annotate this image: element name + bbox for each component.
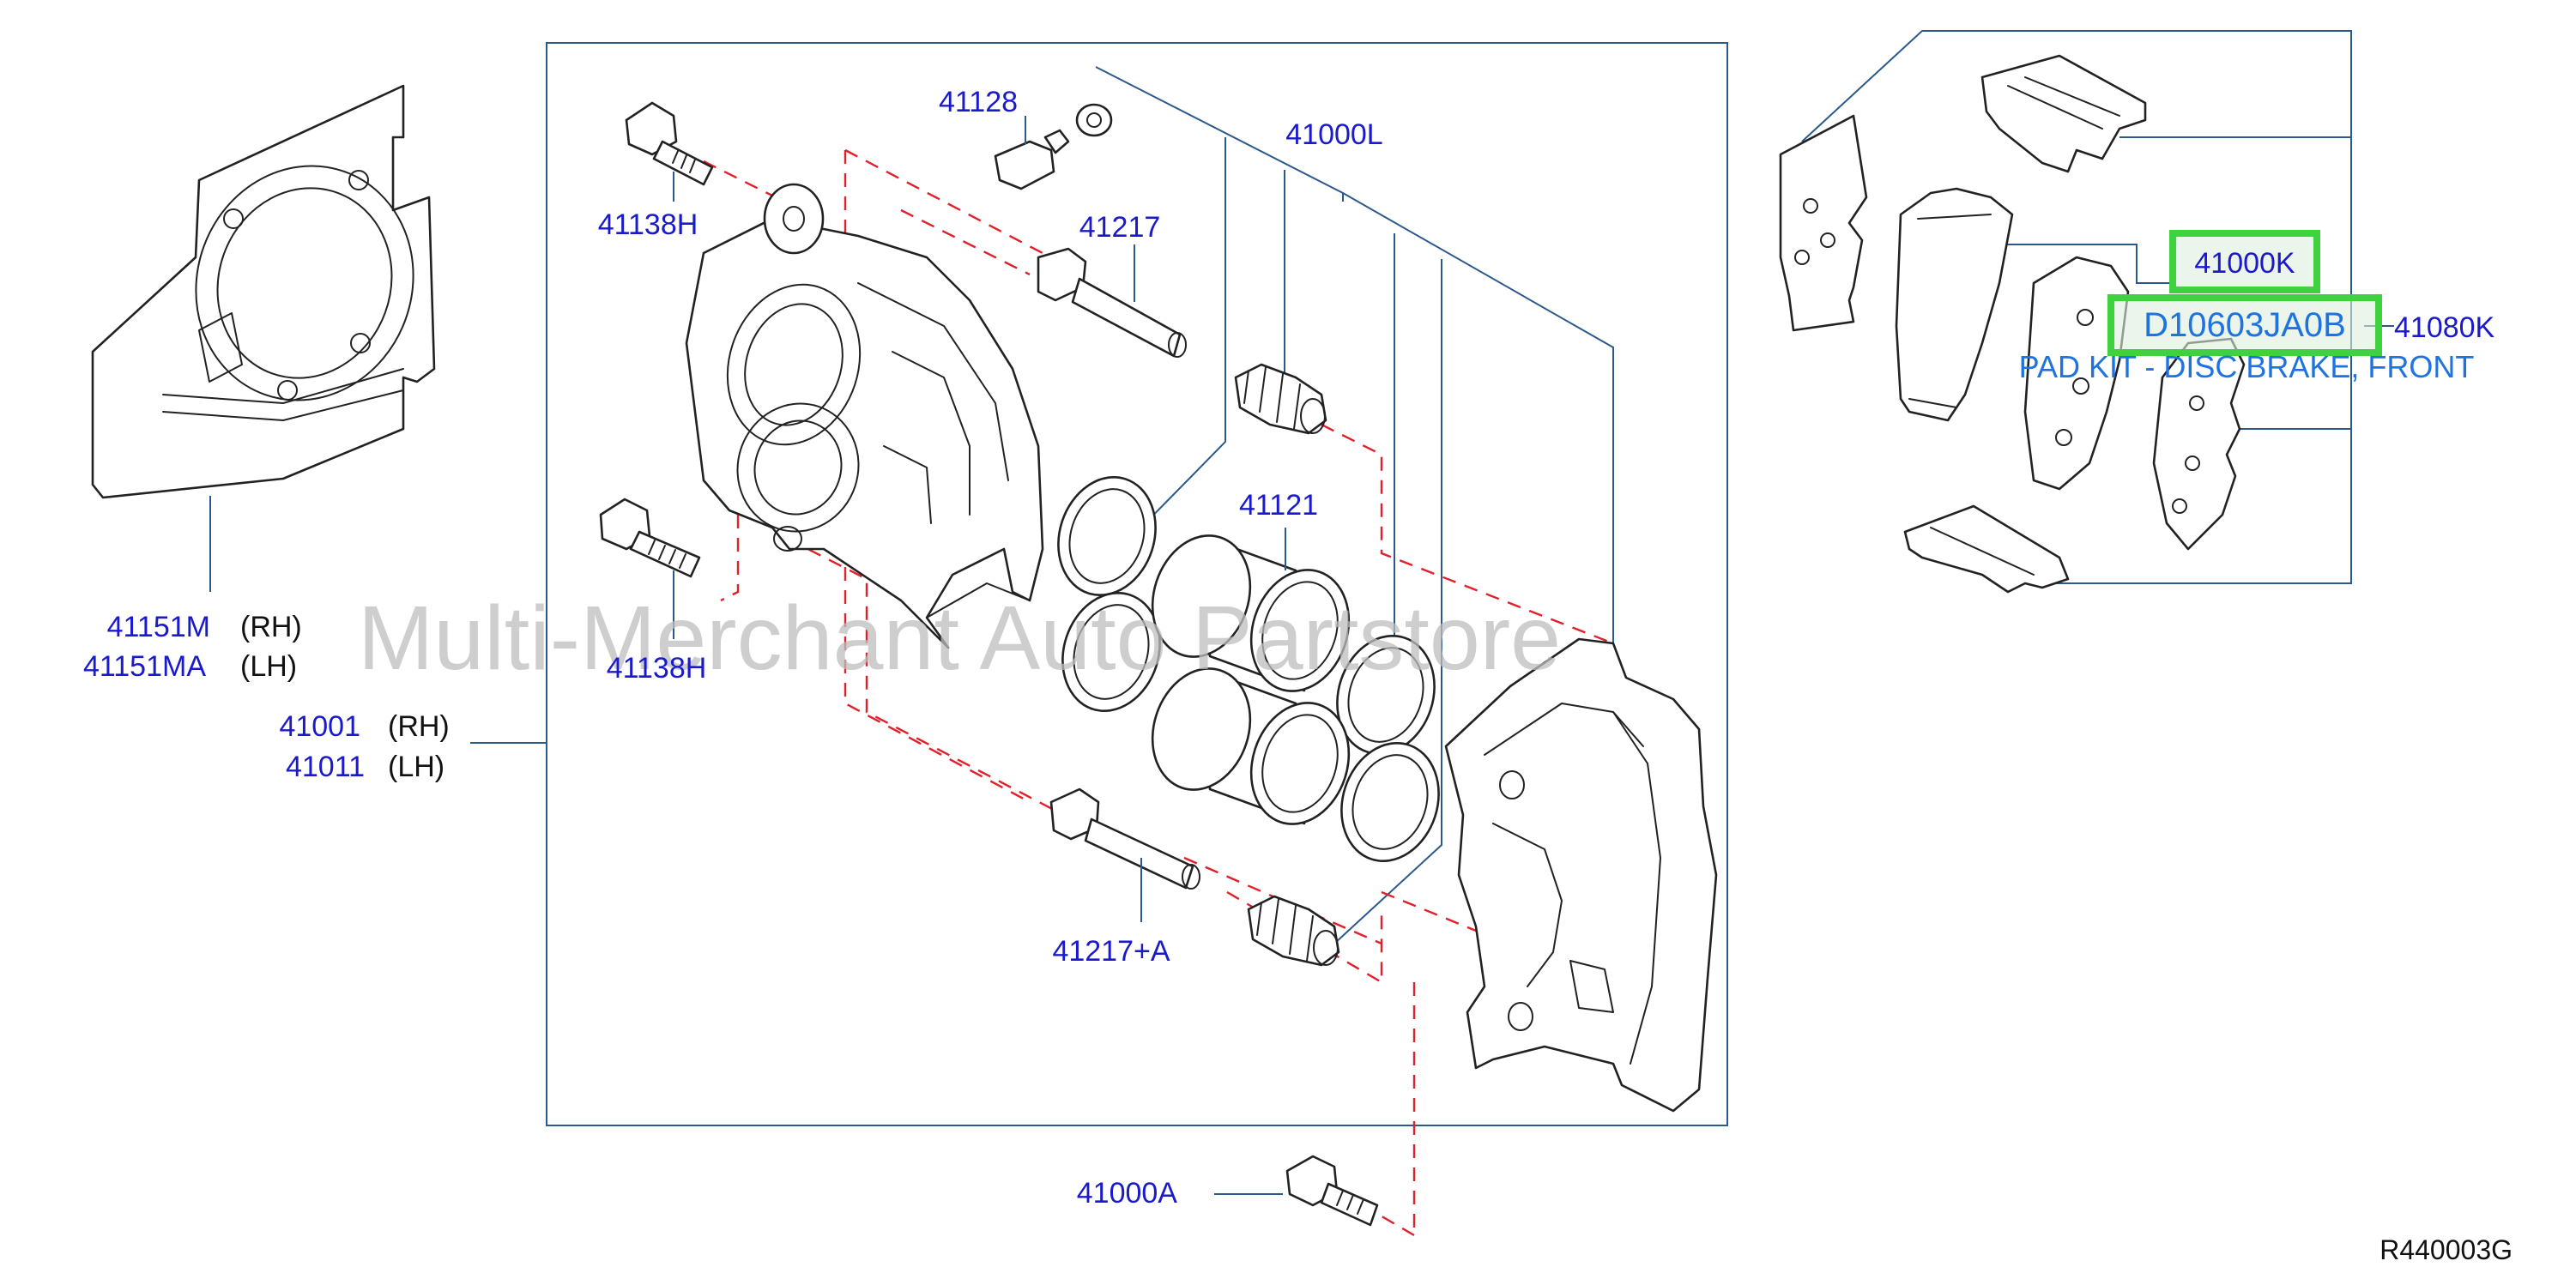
oem-part-highlight-box[interactable] (2107, 294, 2382, 356)
part-label-41217a[interactable]: 41217+A (1052, 935, 1170, 968)
pad-kit-description: PAD KIT - DISC BRAKE, FRONT (2019, 349, 2475, 384)
boot-lower (1247, 895, 1340, 967)
side-label-lh-backing: (LH) (240, 650, 297, 683)
part-label-41128[interactable]: 41128 (939, 86, 1018, 118)
boot-upper (1234, 363, 1327, 435)
piston-seals (1057, 475, 1440, 863)
part-label-41138h-top[interactable]: 41138H (598, 208, 698, 241)
pistons-41121 (1151, 534, 1351, 825)
side-label-rh-caliper: (RH) (388, 710, 450, 743)
part-label-41000l[interactable]: 41000L (1285, 118, 1382, 151)
part-label-41138h-bottom[interactable]: 41138H (607, 652, 707, 685)
brake-pad-inner (2023, 256, 2130, 491)
bolt-41138h-top (625, 101, 714, 186)
oem-part-number[interactable]: D10603JA0B (2144, 306, 2346, 344)
part-label-41151m[interactable]: 41151M (107, 611, 210, 643)
bolt-41138h-bottom (599, 498, 701, 578)
torque-member-bracket (1444, 637, 1718, 1113)
part-label-41000k[interactable]: 41000K (2194, 247, 2295, 280)
part-label-41121[interactable]: 41121 (1239, 489, 1318, 522)
guide-pin-41217 (1037, 247, 1187, 358)
watermark-text: Multi-Merchant Auto Partstore (358, 588, 1561, 689)
anti-squeal-shim-left (1779, 114, 1868, 332)
pad-clip-lower (1903, 504, 2070, 594)
part-label-41080k[interactable]: 41080K (2394, 311, 2495, 344)
part-label-41151ma[interactable]: 41151MA (83, 650, 206, 683)
side-label-lh-caliper: (LH) (388, 751, 444, 783)
part-label-41000a[interactable]: 41000A (1077, 1177, 1178, 1210)
caliper-assembly-frame (546, 42, 1728, 1126)
part-label-41217[interactable]: 41217 (1079, 211, 1161, 244)
bolt-41000a (1285, 1155, 1379, 1227)
kit-part-highlight-bg (2173, 233, 2317, 290)
seal-kit-callout-lines (1095, 66, 1614, 944)
side-label-rh-backing: (RH) (240, 611, 302, 643)
kit-part-highlight-box[interactable] (2169, 230, 2320, 293)
bleeder-screw-41128 (994, 103, 1113, 190)
diagram-code: R440003G (2379, 1234, 2513, 1265)
oem-part-highlight-bg (2111, 298, 2379, 353)
guide-pin-41217a (1049, 787, 1200, 890)
brake-pad-outer (1895, 187, 2014, 422)
caliper-body (685, 183, 1044, 649)
pad-clip-upper (1980, 54, 2147, 173)
part-label-41001[interactable]: 41001 (279, 710, 360, 743)
backing-plate (91, 84, 436, 592)
part-label-41011[interactable]: 41011 (286, 751, 365, 783)
